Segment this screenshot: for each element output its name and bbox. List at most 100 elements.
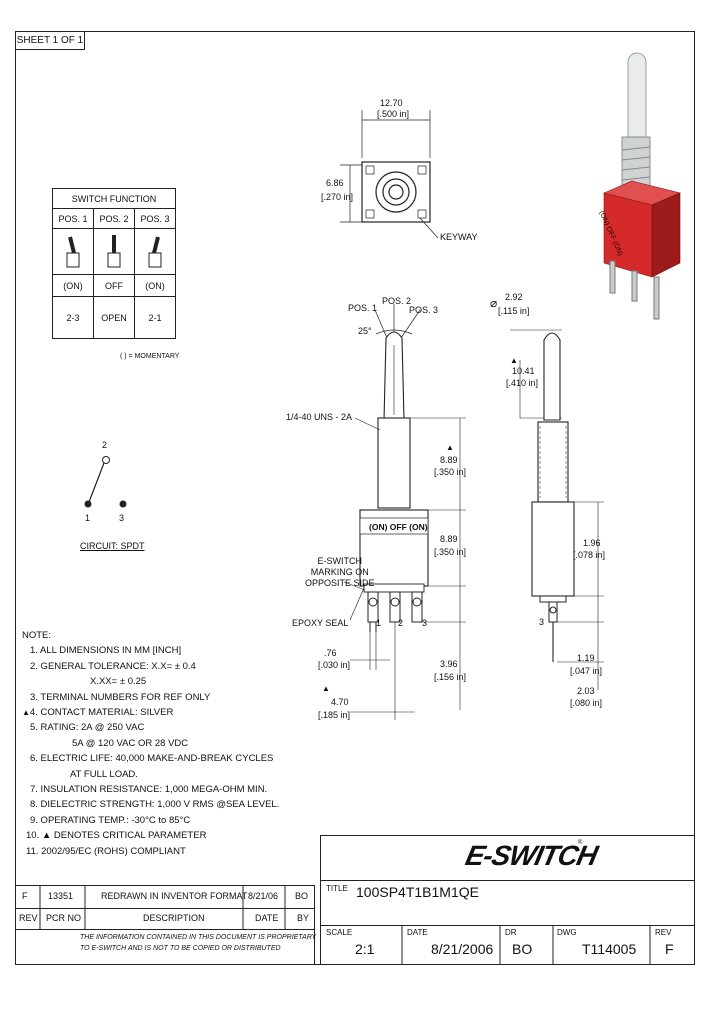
eswitch-marking-note: E-SWITCH MARKING ON OPPOSITE SIDE <box>305 556 375 589</box>
note-line: X.XX= ± 0.25 <box>90 676 147 688</box>
dwg-value: T114005 <box>582 941 637 957</box>
top-height-mm: 6.86 <box>326 178 344 188</box>
bushing-dim-in: [.350 in] <box>434 467 467 477</box>
switch-function-title: SWITCH FUNCTION <box>52 188 176 209</box>
pos2-connection: OPEN <box>93 296 135 339</box>
pitch-dim-in: [.185 in] <box>318 710 351 720</box>
circuit-diagram <box>84 456 127 508</box>
body-dim-in: [.350 in] <box>434 547 467 557</box>
terminal-dim-in: [.156 in] <box>434 672 467 682</box>
notes-block: NOTE: 1. ALL DIMENSIONS IN MM [INCH] 2. … <box>22 628 279 859</box>
note-line: 5. RATING: 2A @ 250 VAC <box>30 722 145 734</box>
pos1-header: POS. 1 <box>52 208 94 229</box>
terminal-width-mm: .76 <box>324 648 337 658</box>
info-grid <box>401 925 651 965</box>
rev-row-rev: F <box>22 891 28 901</box>
pos1-connection: 2-3 <box>52 296 94 339</box>
notes-title: NOTE: <box>22 630 52 641</box>
note-line: 10. ▲ DENOTES CRITICAL PARAMETER <box>26 830 207 842</box>
top-width-mm: 12.70 <box>380 98 403 108</box>
scale-label: SCALE <box>326 928 353 937</box>
side-dim-a-mm: 1.96 <box>583 538 601 548</box>
rev-header-pcr: PCR NO <box>46 913 82 923</box>
date-value: 8/21/2006 <box>431 941 494 957</box>
pos1-state: (ON) <box>52 274 94 297</box>
circuit-terminal-2: 2 <box>102 440 108 450</box>
lever-len-mm: 10.41 <box>512 366 535 376</box>
isometric-view <box>603 52 681 320</box>
side-terminal: 3 <box>539 617 545 627</box>
rev-header-by: BY <box>297 913 310 923</box>
note-line: AT FULL LOAD. <box>70 768 138 780</box>
pos2-label: POS. 2 <box>382 296 412 306</box>
note-line: 3. TERMINAL NUMBERS FOR REF ONLY <box>30 691 211 703</box>
drawing-title: 100SP4T1B1M1QE <box>356 884 479 900</box>
pos2-header: POS. 2 <box>93 208 135 229</box>
pos2-icon <box>93 228 135 275</box>
rev-row-desc: REDRAWN IN INVENTOR FORMAT <box>101 891 248 901</box>
confidential-line-1: THE INFORMATION CONTAINED IN THIS DOCUME… <box>80 934 317 941</box>
info-box <box>320 925 695 965</box>
front-marking: (ON) OFF (ON) <box>369 522 428 532</box>
rev-header-rev: REV <box>19 913 38 923</box>
sheet-label: SHEET 1 OF 1 <box>15 31 85 50</box>
keyway-label: KEYWAY <box>440 232 478 242</box>
rev-value: F <box>665 941 674 957</box>
logo-registered-mark: ® <box>578 840 583 846</box>
note-line: 9. OPERATING TEMP.: -30°C to 85°C <box>30 814 191 826</box>
critical-marker-2: ▲ <box>322 684 330 693</box>
note-line: 8. DIELECTRIC STRENGTH: 1,000 V RMS @SEA… <box>30 799 280 811</box>
side-view-drawing <box>510 329 604 690</box>
title-label: TITLE <box>326 884 348 893</box>
date-label: DATE <box>407 928 428 937</box>
note-line: 2. GENERAL TOLERANCE: X.X= ± 0.4 <box>30 660 196 672</box>
top-height-in: [.270 in] <box>321 192 354 202</box>
side-dim-b-in: [.047 in] <box>570 666 603 676</box>
body-dim-mm: 8.89 <box>440 534 458 544</box>
drawn-by-value: BO <box>512 941 533 957</box>
note-line-critical: ▲4. CONTACT MATERIAL: SILVER <box>22 707 174 719</box>
critical-marker-3: ▲ <box>510 356 518 365</box>
rev-header-date: DATE <box>255 913 279 923</box>
lever-len-in: [.410 in] <box>506 378 539 388</box>
note-line: 1. ALL DIMENSIONS IN MM [INCH] <box>30 645 182 657</box>
pos1-icon <box>52 228 94 275</box>
rev-row-date: 8/21/06 <box>248 891 279 901</box>
bushing-dim-mm: 8.89 <box>440 455 458 465</box>
note-line: 11. 2002/95/EC (ROHS) COMPLIANT <box>26 845 186 857</box>
front-view-drawing <box>343 304 466 720</box>
pos3-state: (ON) <box>134 274 176 297</box>
note-line: 6. ELECTRIC LIFE: 40,000 MAKE-AND-BREAK … <box>30 753 274 765</box>
note-line: 5A @ 120 VAC OR 28 VDC <box>72 737 189 749</box>
side-dim-c-mm: 2.03 <box>577 686 595 696</box>
pos2-state: OFF <box>93 274 135 297</box>
note-line: 7. INSULATION RESISTANCE: 1,000 MEGA-OHM… <box>30 784 268 796</box>
side-dia-mm: 2.92 <box>505 292 523 302</box>
dwg-label: DWG <box>557 928 577 937</box>
circuit-label: CIRCUIT: SPDT <box>80 541 145 551</box>
marking-line-2: MARKING ON <box>310 567 369 577</box>
confidential-line-2: TO E-SWITCH AND IS NOT TO BE COPIED OR D… <box>80 945 281 952</box>
momentary-footnote: ( ) = MOMENTARY <box>120 353 180 360</box>
lever-angle: 25° <box>358 326 372 336</box>
thread-callout: 1/4-40 UNS - 2A <box>286 412 353 422</box>
drawn-by-label: DR <box>505 928 517 937</box>
top-view-drawing <box>340 110 439 239</box>
side-dia-in: [.115 in] <box>498 306 530 316</box>
critical-marker: ▲ <box>446 443 454 452</box>
marking-line-1: E-SWITCH <box>317 556 363 566</box>
side-dim-a-in: [.078 in] <box>573 550 606 560</box>
scale-value: 2:1 <box>355 941 375 957</box>
revision-grid <box>39 885 286 930</box>
confidential-box <box>15 929 315 965</box>
front-terminal-2: 2 <box>398 618 404 628</box>
rev-label: REV <box>655 928 672 937</box>
pos3-header: POS. 3 <box>134 208 176 229</box>
pos1-label: POS. 1 <box>348 303 378 313</box>
circuit-terminal-3: 3 <box>119 513 125 523</box>
terminal-width-in: [.030 in] <box>318 660 351 670</box>
pos3-icon <box>134 228 176 275</box>
side-dim-b-mm: 1.19 <box>577 653 595 663</box>
diameter-symbol: ⌀ <box>490 296 498 310</box>
rev-row-by: BO <box>295 891 309 901</box>
